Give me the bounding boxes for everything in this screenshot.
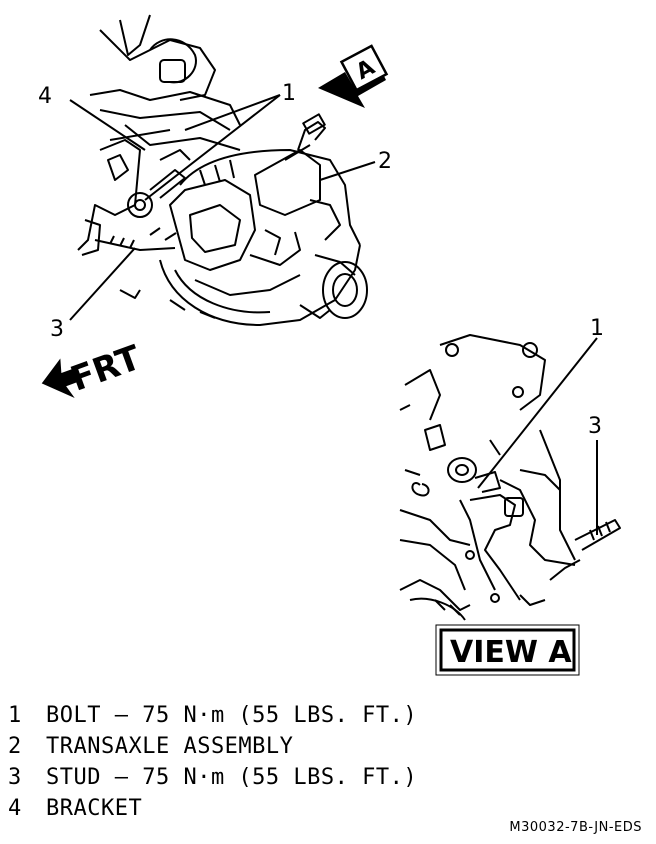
legend-item-number: 1 (8, 703, 22, 728)
legend-item-number: 3 (8, 765, 22, 790)
view-a-callout-1: 1 (590, 316, 604, 341)
legend-item: 3 STUD – 75 N·m (55 LBS. FT.) (8, 762, 478, 793)
legend-item-number: 2 (8, 734, 22, 759)
legend-item-text: TRANSAXLE ASSEMBLY (46, 734, 294, 759)
callout-1: 1 (282, 81, 296, 106)
callout-2: 2 (378, 149, 392, 174)
view-a-callout-3: 3 (588, 414, 602, 439)
legend-item: 1 BOLT – 75 N·m (55 LBS. FT.) (8, 700, 478, 731)
front-label: FRT (66, 338, 147, 400)
view-a-label: VIEW A (450, 635, 572, 670)
parts-legend: 1 BOLT – 75 N·m (55 LBS. FT.) 2 TRANSAXL… (8, 700, 478, 824)
figure-code: M30032-7B-JN-EDS (509, 820, 642, 835)
view-a-detail-drawing (399, 334, 621, 621)
legend-item-text: BOLT – 75 N·m (55 LBS. FT.) (46, 703, 418, 728)
legend-item-text: BRACKET (46, 796, 143, 821)
legend-item-text: STUD – 75 N·m (55 LBS. FT.) (46, 765, 418, 790)
legend-item-number: 4 (8, 796, 22, 821)
legend-item: 2 TRANSAXLE ASSEMBLY (8, 731, 478, 762)
transaxle-assembly-drawing (77, 14, 368, 326)
callout-3: 3 (50, 317, 64, 342)
leader-lines (69, 94, 376, 321)
view-a-leader-lines (477, 337, 598, 535)
legend-item: 4 BRACKET (8, 793, 478, 824)
front-direction-indicator: FRT (41, 338, 147, 400)
view-a-label-box: VIEW A (435, 624, 580, 676)
view-a-arrow: A (318, 44, 389, 108)
callout-4: 4 (38, 84, 52, 109)
